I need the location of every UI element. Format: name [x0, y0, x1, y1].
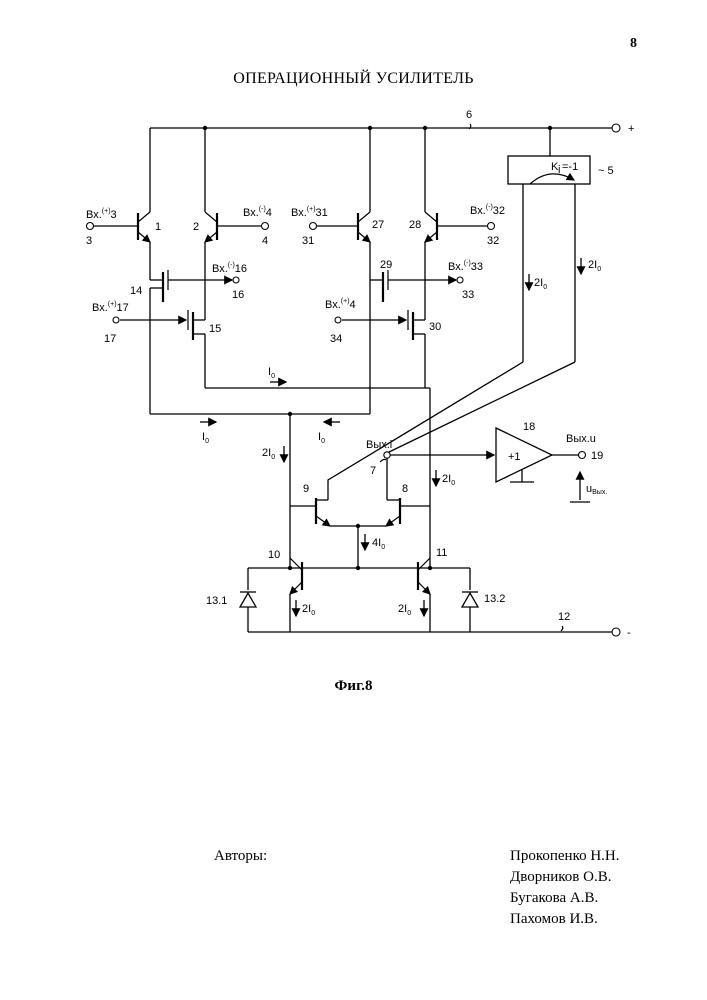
current-2i0-mirror-right: 2I0 [588, 259, 601, 273]
author-3: Бугакова А.В. [510, 888, 620, 909]
svg-text:33: 33 [462, 289, 474, 301]
input-17-label: Вх.(+)17 [92, 301, 129, 314]
transistor-1: 1 [138, 128, 161, 280]
svg-text:18: 18 [523, 421, 535, 433]
negative-rail: - 12 [248, 611, 631, 639]
input-32-pin[interactable] [488, 223, 495, 230]
current-2i0-mirror-left: 2I0 [534, 277, 547, 291]
svg-text:30: 30 [429, 321, 441, 333]
svg-text:28: 28 [409, 219, 421, 231]
figure-caption: Фиг.8 [0, 678, 707, 695]
fet-30: 30 [408, 300, 441, 388]
author-2: Дворников О.В. [510, 867, 620, 888]
svg-text:32: 32 [487, 235, 499, 247]
transistor-11: 11 [418, 547, 447, 632]
svg-text:17: 17 [104, 333, 116, 345]
transistor-28: 28 [409, 128, 437, 300]
output-voltage-label: uВых. [586, 483, 607, 496]
authors-list: Прокопенко Н.Н. Дворников О.В. Бугакова … [510, 846, 620, 930]
svg-text:4: 4 [262, 235, 268, 247]
svg-text:13.1: 13.1 [206, 595, 227, 607]
output-u-terminal[interactable] [579, 452, 586, 459]
svg-text:14: 14 [130, 285, 142, 297]
svg-text:13.2: 13.2 [484, 593, 505, 605]
svg-text:1: 1 [155, 221, 161, 233]
rail-6-label: 6 [466, 109, 472, 121]
input-17-pin[interactable] [113, 317, 119, 323]
current-4i0: 4I0 [372, 537, 385, 551]
current-i0-left: I0 [202, 431, 209, 445]
current-2i0-t10: 2I0 [302, 603, 315, 617]
output-i-node[interactable] [384, 452, 390, 458]
svg-text:3: 3 [86, 235, 92, 247]
svg-text:19: 19 [591, 450, 603, 462]
input-33-label: Вх.(-)33 [448, 260, 483, 273]
svg-text:34: 34 [330, 333, 342, 345]
current-mirror-5: K i =-1 ~ 5 [508, 128, 614, 184]
transistor-8: 8 [386, 483, 430, 526]
positive-label: + [628, 123, 634, 135]
author-1: Прокопенко Н.Н. [510, 846, 620, 867]
mirror-5-label: ~ 5 [598, 165, 614, 177]
input-3-label: Вх.(+)3 [86, 208, 117, 221]
diode-13-1: 13.1 [206, 568, 256, 632]
authors-label: Авторы: [214, 848, 267, 865]
transistor-10: 10 [268, 549, 302, 632]
input-16-pin[interactable] [233, 277, 239, 283]
svg-text:9: 9 [303, 483, 309, 495]
diode-13-2: 13.2 [462, 568, 505, 632]
svg-text:16: 16 [232, 289, 244, 301]
negative-label: - [627, 627, 631, 639]
output-u-label: Вых.u [566, 433, 596, 445]
positive-terminal[interactable] [612, 124, 620, 132]
output-i-label: Вых.i [366, 439, 392, 451]
buffer-18: +1 18 [496, 421, 552, 482]
svg-text:10: 10 [268, 549, 280, 561]
svg-text:31: 31 [302, 235, 314, 247]
transistor-2: 2 [193, 128, 217, 320]
transistor-27: 27 [358, 128, 384, 414]
current-i0-upper: I0 [268, 366, 275, 380]
svg-text:29: 29 [380, 259, 392, 271]
current-2i0-left-tail: 2I0 [262, 447, 275, 461]
fet-14: 14 [130, 270, 168, 414]
input-4-pin[interactable] [262, 223, 269, 230]
svg-text:15: 15 [209, 323, 221, 335]
input-33-pin[interactable] [457, 277, 463, 283]
input-16-label: Вх.(-)16 [212, 262, 247, 275]
fet-15: 15 [188, 310, 221, 388]
svg-text:8: 8 [402, 483, 408, 495]
circuit-diagram: + 6 - 12 1 Вх.(+)3 3 2 Вх.(-)4 4 [0, 0, 707, 680]
rail-12-label: 12 [558, 611, 570, 623]
input-34-pin[interactable] [335, 317, 341, 323]
transistor-9: 9 [290, 483, 330, 526]
current-2i0-t11: 2I0 [398, 603, 411, 617]
input-31-label: Вх.(+)31 [291, 206, 328, 219]
current-i0-right: I0 [318, 431, 325, 445]
svg-text:7: 7 [370, 465, 376, 477]
positive-rail: + 6 [150, 109, 634, 135]
input-32-label: Вх.(-)32 [470, 204, 505, 217]
current-2i0-right-tail: 2I0 [442, 473, 455, 487]
author-4: Пахомов И.В. [510, 909, 620, 930]
input-34-label: Вх.(+)4 [325, 298, 356, 311]
input-31-pin[interactable] [310, 223, 317, 230]
input-4-label: Вх.(-)4 [243, 206, 272, 219]
svg-text:11: 11 [436, 547, 447, 559]
svg-text:2: 2 [193, 221, 199, 233]
svg-text:27: 27 [372, 219, 384, 231]
svg-text:=-1: =-1 [562, 161, 578, 173]
svg-text:+1: +1 [508, 451, 521, 463]
input-3-pin[interactable] [87, 223, 94, 230]
negative-terminal[interactable] [612, 628, 620, 636]
